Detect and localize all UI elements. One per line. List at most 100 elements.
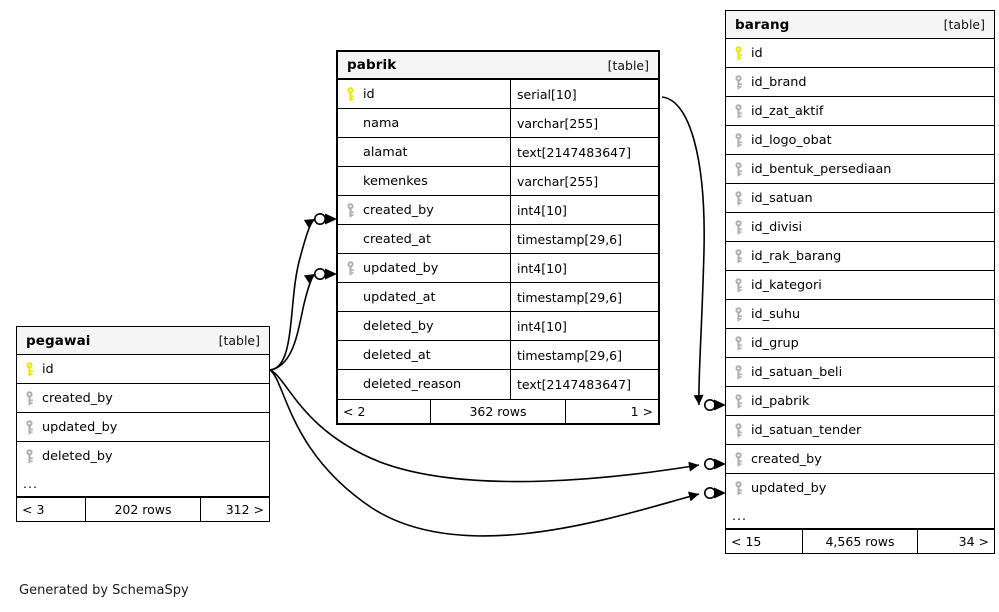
column-label: deleted_reason	[363, 377, 462, 392]
table-pabrik-footer-prev[interactable]: < 2	[343, 404, 366, 419]
foreign-key-icon	[733, 74, 744, 90]
table-pegawai-footer-rows: 202 rows	[85, 498, 201, 521]
column-name-cell: deleted_reason	[338, 370, 510, 399]
table-row[interactable]: id_satuan_tender	[726, 416, 994, 445]
column-type-cell: varchar[255]	[510, 109, 658, 137]
foreign-key-icon	[733, 451, 744, 467]
table-row[interactable]: updated_by	[726, 474, 994, 503]
column-name-cell: id_brand	[726, 68, 994, 96]
column-label: id	[42, 361, 54, 377]
table-row[interactable]: id_satuan	[726, 184, 994, 213]
table-row[interactable]: id	[726, 39, 994, 68]
column-label: updated_by	[363, 260, 439, 276]
column-name-cell: id_divisi	[726, 213, 994, 241]
column-name-cell: id	[17, 355, 269, 383]
column-name-cell: id	[726, 39, 994, 67]
column-name-cell: id_grup	[726, 329, 994, 357]
foreign-key-icon	[24, 390, 35, 406]
table-row[interactable]: created_by	[726, 445, 994, 474]
table-row[interactable]: id	[17, 355, 269, 384]
table-row[interactable]: created_by	[17, 384, 269, 413]
column-label: id_brand	[751, 74, 807, 90]
column-name-cell: id_rak_barang	[726, 242, 994, 270]
column-type-cell: int4[10]	[510, 254, 658, 282]
table-row[interactable]: deleted_by	[17, 442, 269, 471]
primary-key-icon	[24, 361, 35, 377]
table-row[interactable]: updated_by	[17, 413, 269, 442]
table-row[interactable]: id_divisi	[726, 213, 994, 242]
table-row[interactable]: updated_by int4[10]	[338, 254, 658, 283]
column-type-cell: int4[10]	[510, 196, 658, 224]
table-row[interactable]: id_logo_obat	[726, 126, 994, 155]
foreign-key-icon	[733, 364, 744, 380]
table-row[interactable]: id_kategori	[726, 271, 994, 300]
foreign-key-icon	[24, 419, 35, 435]
table-pegawai-footer: < 3 202 rows 312 >	[17, 497, 269, 521]
table-barang-columns: id id_brand id_zat_aktif id_logo_obat id_ben…	[726, 39, 994, 503]
diagram-caption: Generated by SchemaSpy	[19, 583, 189, 598]
table-row[interactable]: id_zat_aktif	[726, 97, 994, 126]
edge-endpoint-zero-marker	[703, 398, 716, 411]
table-row[interactable]: id_grup	[726, 329, 994, 358]
column-label: id_suhu	[751, 306, 801, 322]
foreign-key-icon	[733, 103, 744, 119]
edge-pegawai-id-to-pabrik-updated-by	[269, 273, 316, 371]
table-pegawai-header: pegawai [table]	[17, 327, 269, 355]
table-row[interactable]: id_satuan_beli	[726, 358, 994, 387]
table-row[interactable]: id_bentuk_persediaan	[726, 155, 994, 184]
table-pegawai-footer-prev[interactable]: < 3	[22, 502, 45, 517]
column-name-cell: id_kategori	[726, 271, 994, 299]
table-barang-footer: < 15 4,565 rows 34 >	[726, 529, 994, 553]
column-label: created_by	[42, 390, 113, 406]
table-pabrik-footer-next[interactable]: 1 >	[630, 404, 653, 419]
column-name-cell: id_suhu	[726, 300, 994, 328]
table-barang-footer-prev[interactable]: < 15	[731, 534, 762, 549]
table-pabrik-footer: < 2 362 rows 1 >	[338, 399, 658, 423]
foreign-key-icon	[733, 422, 744, 438]
table-row[interactable]: id_pabrik	[726, 387, 994, 416]
column-type-cell: timestamp[29,6]	[510, 225, 658, 253]
column-name-cell: created_by	[726, 445, 994, 473]
table-row[interactable]: id_brand	[726, 68, 994, 97]
edge-endpoint-zero-marker	[703, 457, 716, 470]
column-name-cell: id_satuan_beli	[726, 358, 994, 386]
column-label: id_zat_aktif	[751, 103, 824, 119]
column-name-cell: created_by	[17, 384, 269, 412]
column-label: kemenkes	[363, 173, 428, 189]
edge-pegawai-id-to-pabrik-created-by	[269, 218, 316, 371]
table-barang-footer-next[interactable]: 34 >	[958, 534, 989, 549]
foreign-key-icon	[733, 481, 744, 496]
column-label: deleted_at	[363, 347, 431, 363]
column-label: id_bentuk_persediaan	[751, 161, 892, 177]
primary-key-icon	[733, 45, 744, 61]
column-label: deleted_by	[42, 449, 113, 464]
edge-endpoint-zero-marker	[313, 267, 326, 280]
table-row[interactable]: created_at timestamp[29,6]	[338, 225, 658, 254]
column-label: id_divisi	[751, 219, 803, 235]
table-row[interactable]: id_rak_barang	[726, 242, 994, 271]
column-name-cell: nama	[338, 109, 510, 137]
column-name-cell: id_pabrik	[726, 387, 994, 415]
foreign-key-icon	[733, 132, 744, 148]
table-pegawai-ellipsis: ...	[17, 471, 269, 497]
table-row[interactable]: id_suhu	[726, 300, 994, 329]
edge-pabrik-id-to-barang-id-pabrik	[661, 96, 705, 406]
table-pegawai-footer-next[interactable]: 312 >	[225, 502, 264, 517]
column-name-cell: id_logo_obat	[726, 126, 994, 154]
column-type-cell: timestamp[29,6]	[510, 283, 658, 311]
column-label: created_at	[363, 231, 432, 247]
